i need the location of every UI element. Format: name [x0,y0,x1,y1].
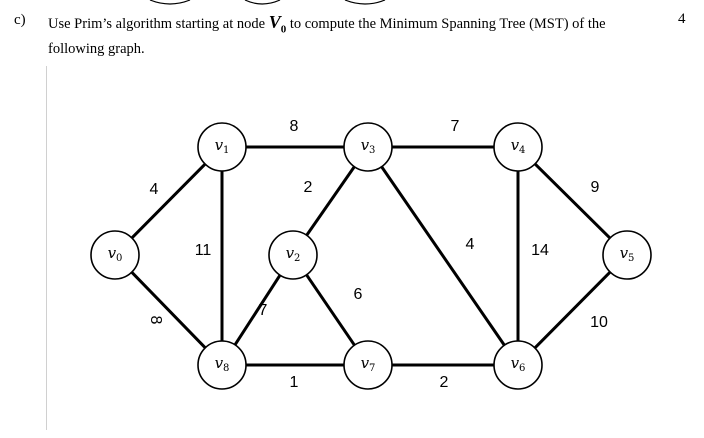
node-label-v3: v3 [361,136,376,156]
node-v7: v7 [343,340,393,390]
node-label-v0: v0 [108,244,123,264]
edge-weight-v1-v8: 11 [195,242,212,259]
edge-weight-v8-v7: 1 [290,374,299,391]
edge-v6-v5 [533,270,612,350]
marks: 4 [678,11,686,27]
edge-weight-v3-v6: 4 [466,236,475,253]
node-v8: v8 [197,340,247,390]
node-label-v8: v8 [215,354,230,374]
edge-v4-v5 [533,162,612,240]
edge-weight-v4-v6: 14 [531,242,549,259]
edge-weight-v1-v3: 8 [290,118,299,135]
edge-v2-v7 [305,273,356,347]
question-label: c) [14,12,26,28]
edge-weight-v3-v4: 7 [451,118,460,135]
edge-weight-v7-v6: 2 [440,374,449,391]
question-text-after: to compute the Minimum Spanning Tree (MS… [48,16,606,57]
edge-v2-v8 [233,274,282,346]
edge-weight-v6-v5: 10 [590,314,608,331]
edge-weight-v0-v1: 4 [150,181,159,198]
node-v1: v1 [197,122,247,172]
node-v2: v2 [268,230,318,280]
node-v3: v3 [343,122,393,172]
start-node: V0 [268,12,287,36]
edge-v0-v8 [130,271,207,349]
edge-v3-v6 [380,165,506,347]
edge-weight-v0-v8: 8 [147,316,164,325]
previous-figure-fragment [149,0,386,5]
edge-weight-v3-v2: 2 [304,179,313,196]
node-label-v2: v2 [286,244,301,264]
edge-weight-v2-v8: 7 [259,302,268,319]
node-label-v4: v4 [511,136,526,156]
edge-weight-v2-v7: 6 [354,286,363,303]
margin-rule [46,66,47,430]
question-text: Use Prim’s algorithm starting at node V0… [48,13,638,59]
edge-v3-v2 [305,165,356,237]
node-label-v6: v6 [511,354,526,374]
question-text-before: Use Prim’s algorithm starting at node [48,16,269,32]
node-v0: v0 [90,230,140,280]
node-label-v7: v7 [361,354,376,374]
node-label-v5: v5 [620,244,635,264]
edge-v0-v1 [130,162,207,240]
node-label-v1: v1 [215,136,230,156]
edges [130,145,612,367]
edge-weight-v4-v5: 9 [591,179,600,196]
node-v4: v4 [493,122,543,172]
node-v6: v6 [493,340,543,390]
node-v5: v5 [602,230,652,280]
